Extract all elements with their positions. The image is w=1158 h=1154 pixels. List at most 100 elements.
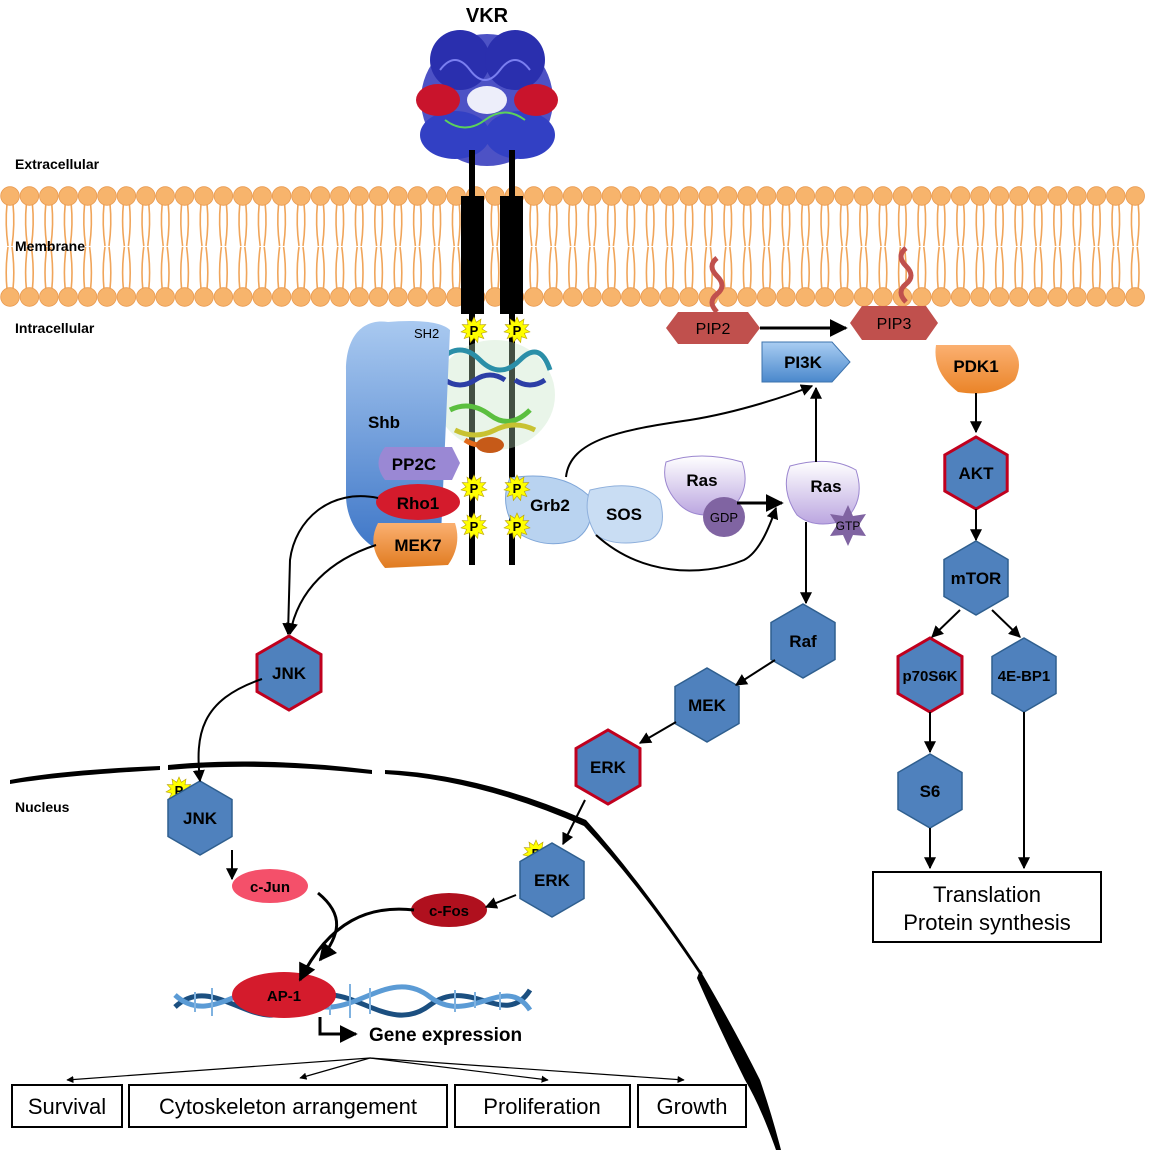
rho1-shape [376, 484, 460, 520]
raf-label: Raf [789, 632, 817, 651]
pathway-arrow [595, 506, 779, 572]
translation-box [872, 871, 1102, 943]
gdp-label: GDP [710, 510, 738, 525]
outcome-boxes: Survival Cytoskeleton arrangement Prolif… [11, 1084, 747, 1128]
pathway-arrow [931, 609, 961, 638]
ap1-label: AP-1 [267, 988, 301, 1005]
phosphate-label: P [470, 481, 479, 496]
proliferation-label: Proliferation [483, 1094, 600, 1119]
pathway-arrow [734, 659, 776, 686]
mtor-node [943, 540, 1009, 616]
cytoskeleton-box [128, 1084, 448, 1128]
vkr-kinase-domain [435, 340, 555, 453]
nucleus-label: Nucleus [15, 799, 70, 815]
phosphate-star [460, 512, 488, 540]
ras-gtp-label: Ras [810, 477, 841, 496]
4e-bp1-label: 4E-BP1 [998, 668, 1051, 685]
phosphate-star [460, 316, 488, 344]
ras-gdp-label: Ras [686, 471, 717, 490]
cytoskeleton-label: Cytoskeleton arrangement [159, 1094, 417, 1119]
pathway-arrow [192, 678, 263, 783]
gene-expression-label: Gene expression [369, 1025, 522, 1046]
phosphate-label: P [513, 519, 522, 534]
raf-node [770, 603, 836, 679]
p70s6k-label: p70S6K [902, 668, 957, 685]
pp2c-shape [378, 447, 460, 480]
proliferation-box [454, 1084, 631, 1128]
mtor-label: mTOR [951, 569, 1002, 588]
pip2-label: PIP2 [696, 321, 731, 338]
pip2-tail [709, 256, 725, 314]
vkr-ligand-binding-domain [416, 30, 558, 166]
erk-nucleus-node [519, 842, 585, 918]
pdk1-label: PDK1 [953, 357, 998, 376]
shb-label: Shb [368, 413, 400, 432]
phosphate-label: P [513, 481, 522, 496]
survival-box [11, 1084, 123, 1128]
s6-label: S6 [920, 782, 941, 801]
growth-label: Growth [657, 1094, 728, 1119]
pip2-shape [666, 312, 760, 344]
extracellular-label: Extracellular [15, 156, 100, 172]
gtp-label: GTP [836, 519, 861, 533]
mek-node [674, 667, 740, 743]
pp2c-label: PP2C [392, 455, 436, 474]
pathway-arrow [484, 894, 517, 909]
outcome-arrow [299, 1057, 371, 1080]
pathway-arrow [562, 799, 586, 846]
pathway-arrows [66, 319, 1030, 1084]
shb-shape [346, 320, 450, 558]
pi3k-label: PI3K [784, 353, 823, 372]
cfos-label: c-Fos [429, 903, 469, 920]
pip3-label: PIP3 [877, 316, 912, 333]
pathway-arrow [286, 544, 377, 636]
sos-shape [586, 485, 663, 544]
sos-label: SOS [606, 505, 642, 524]
mek7-shape [373, 523, 458, 568]
cjun-label: c-Jun [250, 879, 290, 896]
gene-expression-arrow [318, 1017, 358, 1043]
pathway-arrow [565, 384, 814, 478]
survival-label: Survival [28, 1094, 106, 1119]
pip3-shape [850, 306, 938, 340]
pathway-arrow [317, 891, 339, 962]
rho1-label: Rho1 [397, 494, 440, 513]
gdp-shape [703, 497, 745, 537]
outcome-arrow [369, 1057, 549, 1083]
growth-box [637, 1084, 747, 1128]
phosphate-label: P [470, 323, 479, 338]
akt-label: AKT [959, 464, 995, 483]
pathway-arrow [282, 495, 379, 636]
protein-synthesis-label: Protein synthesis [903, 910, 1071, 935]
translation-label: Translation [933, 882, 1041, 907]
cfos-shape [411, 893, 487, 927]
erk-label: ERK [590, 758, 627, 777]
erk-nucleus-label: ERK [534, 871, 571, 890]
pathway-arrow [991, 609, 1021, 638]
pi3k-shape [761, 341, 851, 383]
vkr-label: VKR [466, 5, 509, 27]
intracellular-label: Intracellular [15, 320, 95, 336]
dna-helix [173, 984, 533, 1018]
mek7-label: MEK7 [394, 536, 441, 555]
pathway-arrow [298, 907, 415, 982]
mek-label: MEK [688, 696, 727, 715]
outcome-arrow [369, 1057, 685, 1084]
pathway-arrow [638, 721, 677, 744]
nuclear-envelope [10, 761, 781, 1150]
jnk-nucleus-label: JNK [183, 809, 218, 828]
erk-node [574, 728, 642, 806]
jnk-label: JNK [272, 664, 307, 683]
cell-membrane [0, 186, 1145, 307]
phosphate-star [503, 512, 531, 540]
gtp-shape [830, 505, 866, 546]
sh2-label: SH2 [414, 326, 439, 341]
phosphate-star [460, 474, 488, 502]
phosphate-star [503, 316, 531, 344]
phosphate-label: P [470, 519, 479, 534]
jnk-node [255, 634, 323, 712]
membrane-label: Membrane [15, 238, 85, 254]
pip3-tail [898, 246, 914, 304]
